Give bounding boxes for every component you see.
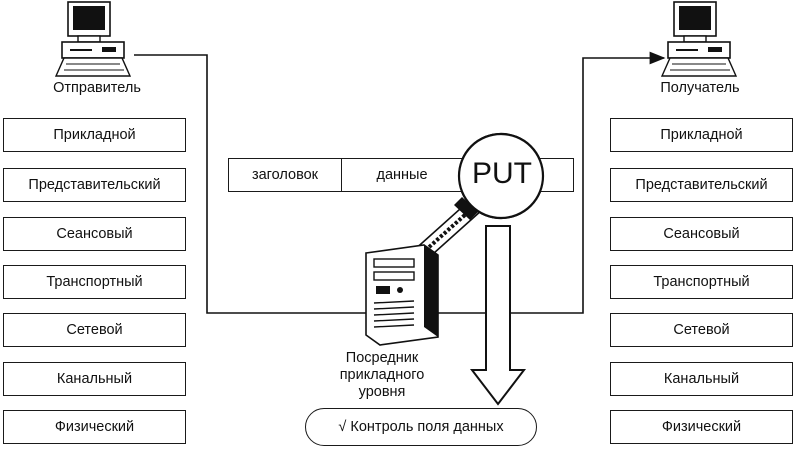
sender-layer-application: Прикладной [3,118,186,152]
sender-layer-physical: Физический [3,410,186,444]
receiver-label: Получатель [660,80,740,96]
sender-label: Отправитель [53,80,141,96]
sender-computer-icon [54,1,132,77]
receiver-layer-physical: Физический [610,410,793,444]
proxy-server-icon [365,244,439,346]
proxy-label: Посредник прикладного уровня [327,350,437,401]
sender-layer-datalink: Канальный [3,362,186,396]
packet-header: заголовок [251,167,319,183]
proxy-label-line3: уровня [358,384,406,400]
proxy-label-line1: Посредник [345,350,419,366]
sender-layer-transport: Транспортный [3,265,186,299]
put-command: PUT [472,157,532,190]
proxy-label-line2: прикладного [339,367,425,383]
receiver-layer-presentation: Представительский [610,168,793,202]
packet-data: данные [376,167,428,183]
sender-layer-session: Сеансовый [3,217,186,251]
sender-layer-network: Сетевой [3,313,186,347]
packet-divider [341,159,342,191]
receiver-layer-network: Сетевой [610,313,793,347]
sender-layer-presentation: Представительский [3,168,186,202]
receiver-computer-icon [660,1,738,77]
data-field-check: √ Контроль поля данных [305,408,537,446]
receiver-layer-transport: Транспортный [610,265,793,299]
receiver-layer-datalink: Канальный [610,362,793,396]
sender-to-proxy-line [134,54,368,314]
receiver-layer-application: Прикладной [610,118,793,152]
down-arrow-icon [469,225,527,406]
receiver-layer-session: Сеансовый [610,217,793,251]
